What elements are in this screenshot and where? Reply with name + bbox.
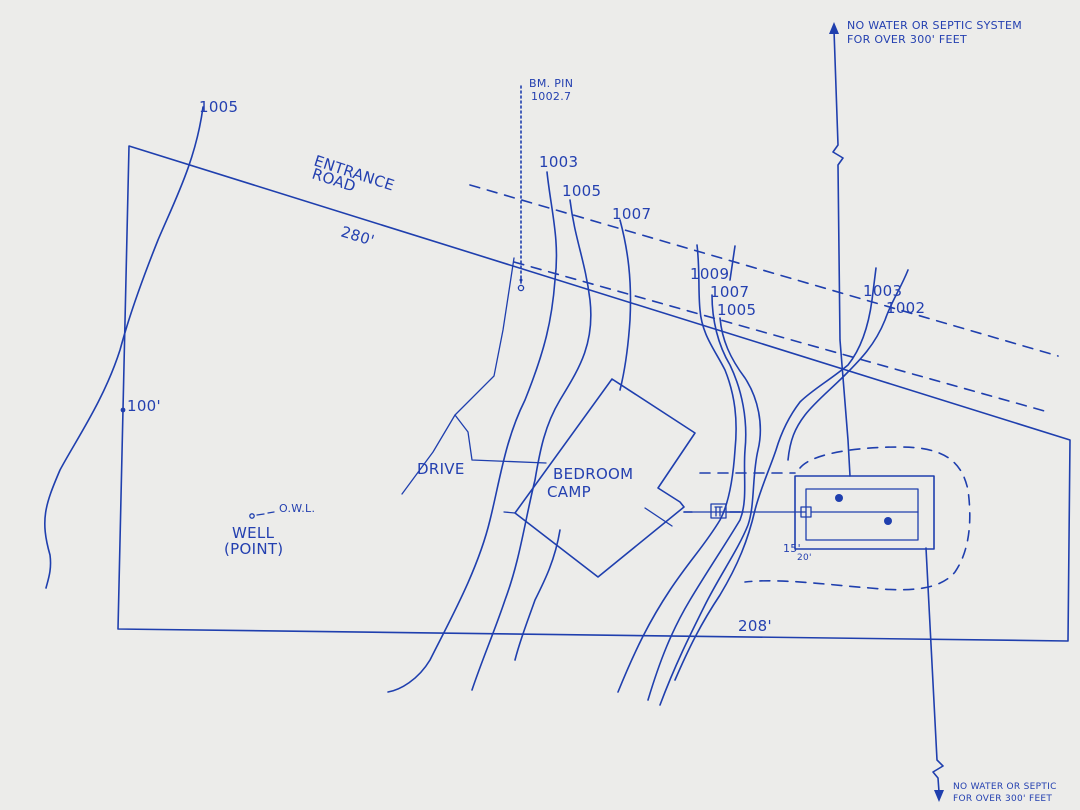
bedroom-camp-house xyxy=(514,378,696,578)
contour-1003-b xyxy=(674,267,877,681)
contour-label-1003-a: 1003 xyxy=(539,153,578,171)
dimension-208: 208' xyxy=(738,617,772,635)
septic-tank xyxy=(710,503,727,519)
bm-pin-dot xyxy=(519,278,523,282)
dimension-100: 100' xyxy=(127,397,161,415)
dim-100-tick xyxy=(120,407,126,413)
contour-label-1005-b: 1005 xyxy=(717,301,756,319)
drive-outline xyxy=(401,257,515,495)
well-point-label: (POINT) xyxy=(224,540,283,558)
north-line xyxy=(832,29,851,477)
drive-branch xyxy=(454,414,547,464)
contour-1009-top-tick xyxy=(729,245,736,281)
bedroom-camp-label-2: CAMP xyxy=(547,483,591,501)
no-water-bottom-line-2: FOR OVER 300' FEET xyxy=(953,794,1052,804)
contour-1005-b xyxy=(659,317,762,706)
well-label: WELL xyxy=(232,524,275,542)
leach-dot-2 xyxy=(884,517,892,525)
no-water-top-line-1: NO WATER OR SEPTIC SYSTEM xyxy=(847,19,1022,32)
leach-field-outer xyxy=(794,475,935,550)
leach-dot-1 xyxy=(835,494,843,502)
contour-label-1009: 1009 xyxy=(690,265,729,283)
no-water-bottom-line-1: NO WATER OR SEPTIC xyxy=(953,782,1057,792)
house-step xyxy=(644,507,673,527)
bm-pin-marker xyxy=(517,284,525,292)
contour-label-1002: 1002 xyxy=(886,299,925,317)
bm-pin-label: BM. PIN xyxy=(529,77,573,90)
contour-label-1007-a: 1007 xyxy=(612,205,651,223)
contour-1007-a xyxy=(619,219,632,391)
dimension-15: 15' xyxy=(783,542,801,555)
drive-label: DRIVE xyxy=(417,460,465,478)
road-edge-upper xyxy=(469,184,1059,357)
owl-label: O.W.L. xyxy=(279,502,315,515)
reserve-area xyxy=(744,446,971,591)
south-arrow-head xyxy=(934,790,944,802)
contour-label-1005-a: 1005 xyxy=(562,182,601,200)
dimension-20: 20' xyxy=(797,553,812,563)
well-point-marker xyxy=(249,513,255,519)
contour-label-1003-b: 1003 xyxy=(863,282,902,300)
contour-1002 xyxy=(787,269,909,461)
bedroom-camp-label-1: BEDROOM xyxy=(553,465,633,483)
contour-label-1007-b: 1007 xyxy=(710,283,749,301)
contour-label-1005-left: 1005 xyxy=(199,98,238,116)
contour-1003-a xyxy=(387,171,558,693)
well-marker-tail xyxy=(256,511,275,516)
contour-1007-b xyxy=(647,294,747,701)
property-boundary xyxy=(117,145,1071,642)
contour-1005-a xyxy=(471,199,592,691)
septic-tank-mark xyxy=(714,506,723,517)
no-water-top-line-2: FOR OVER 300' FEET xyxy=(847,33,967,46)
dimension-280: 280' xyxy=(339,223,377,250)
contour-1005-left xyxy=(44,106,204,589)
south-line xyxy=(925,547,944,793)
house-left-stub xyxy=(503,511,516,514)
leach-field-inner xyxy=(805,488,919,541)
north-arrow-head xyxy=(829,22,839,34)
contour-1007-a-lower xyxy=(514,529,561,661)
contour-1009 xyxy=(617,244,737,693)
bm-pin-elevation: 1002.7 xyxy=(531,90,571,103)
road-edge-lower xyxy=(513,261,1049,413)
